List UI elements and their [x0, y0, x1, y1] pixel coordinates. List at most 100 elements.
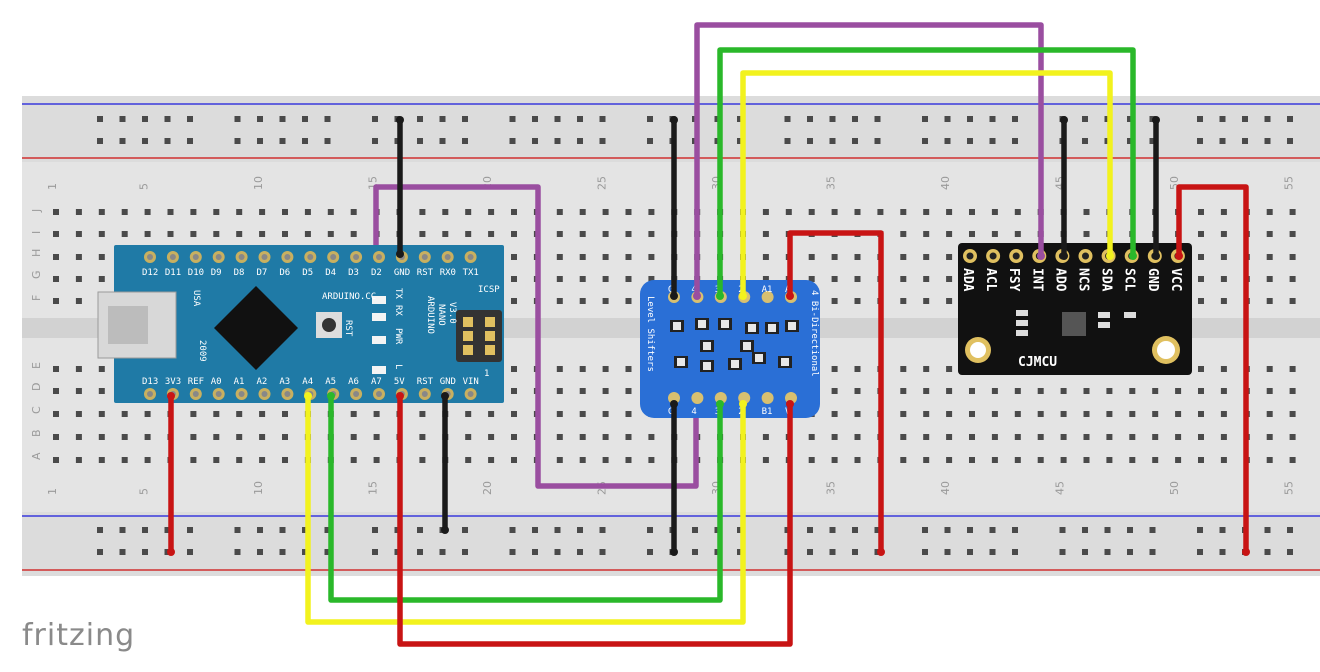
wire-sda[interactable]: [740, 70, 1113, 299]
mcu-chip: [214, 286, 298, 370]
breadboard-hole: [969, 231, 975, 237]
arduino-pin-label: D12: [142, 268, 158, 278]
reset-button[interactable]: [322, 318, 336, 332]
wire-5v-vb[interactable]: [397, 393, 793, 647]
breadboard-hole: [1266, 457, 1273, 463]
breadboard-hole: [213, 411, 220, 417]
rail-hole: [279, 527, 286, 533]
row-letter: E: [30, 362, 43, 369]
breadboard-hole: [923, 209, 930, 215]
arduino-pin-hole: [147, 391, 153, 397]
rail-hole: [257, 116, 263, 122]
breadboard-hole: [1220, 231, 1227, 237]
shifter-pin[interactable]: [668, 392, 680, 404]
icsp-pin: [485, 331, 495, 341]
breadboard-hole: [419, 231, 426, 237]
breadboard-hole: [1198, 209, 1204, 215]
rail-hole: [164, 116, 171, 122]
wire-a5-b3[interactable]: [328, 393, 723, 603]
wire-d2-b4[interactable]: [373, 184, 699, 489]
wire-scl[interactable]: [717, 47, 1136, 299]
rail-hole: [439, 116, 446, 122]
rail-hole: [234, 549, 241, 555]
breadboard-hole: [1037, 457, 1044, 463]
breadboard-hole: [1060, 457, 1067, 463]
sensor-pin-label: NCS: [1076, 268, 1091, 292]
breadboard-hole: [53, 457, 59, 463]
breadboard-hole: [442, 231, 449, 237]
breadboard-hole: [579, 209, 586, 215]
breadboard-hole: [648, 209, 655, 215]
rail-hole: [532, 116, 538, 122]
breadboard-hole: [488, 457, 495, 463]
breadboard-hole: [144, 434, 151, 440]
breadboard-hole: [762, 254, 769, 260]
rail-hole: [1197, 527, 1203, 533]
breadboard-hole: [648, 231, 655, 237]
shifter-pin[interactable]: [761, 392, 774, 404]
arduino-pin-label: D10: [188, 268, 204, 278]
rail-hole: [922, 527, 928, 533]
breadboard-hole: [579, 434, 586, 440]
breadboard-hole: [1266, 276, 1273, 282]
rail-hole: [967, 527, 973, 533]
breadboard-hole: [236, 457, 243, 463]
wire-va-rail[interactable]: [787, 230, 884, 555]
wire-sensor-vcc[interactable]: [1176, 184, 1249, 555]
arduino-year: 2009: [197, 340, 207, 362]
sensor-pin-label: SDA: [1099, 268, 1114, 292]
rail-hole: [944, 116, 951, 122]
shifter-pin[interactable]: [691, 392, 704, 404]
rail-hole: [967, 549, 973, 555]
breadboard-hole: [579, 231, 586, 237]
breadboard-hole: [900, 231, 907, 237]
rail-hole: [1264, 138, 1271, 144]
breadboard-hole: [304, 209, 311, 215]
breadboard-hole: [282, 231, 288, 237]
shifter-pin-label: G: [668, 407, 673, 417]
wire-shifter-gnd-top-end: [670, 292, 678, 300]
wire-int[interactable]: [694, 22, 1044, 299]
rail-hole: [187, 527, 193, 533]
breadboard-hole: [556, 366, 563, 372]
breadboard-hole: [190, 457, 197, 463]
smd-component-face: [788, 322, 796, 330]
arduino-pin-hole: [467, 391, 474, 397]
rail-hole: [324, 527, 331, 533]
breadboard-hole: [946, 457, 953, 463]
breadboard-hole: [969, 411, 975, 417]
breadboard-hole: [991, 231, 998, 237]
shifter-pin[interactable]: [761, 291, 774, 303]
rail-hole: [302, 138, 308, 144]
breadboard-hole: [991, 434, 998, 440]
usb-inner: [108, 306, 148, 344]
arduino-pin-label: VIN: [463, 377, 479, 387]
breadboard-hole: [121, 209, 128, 215]
breadboard-hole: [1289, 254, 1296, 260]
smd-component-face: [698, 320, 706, 328]
arduino-pin-hole: [421, 254, 428, 260]
wire-ado-gnd-end: [1060, 116, 1068, 124]
breadboard-hole: [190, 411, 197, 417]
breadboard-hole: [1198, 298, 1204, 304]
breadboard-hole: [1198, 276, 1204, 282]
breadboard-hole: [946, 366, 953, 372]
wire-a4-b2[interactable]: [305, 393, 746, 625]
breadboard-hole: [1037, 434, 1044, 440]
breadboard-hole: [1266, 366, 1273, 372]
breadboard-hole: [854, 276, 861, 282]
rail-hole: [279, 549, 286, 555]
breadboard-hole: [350, 411, 357, 417]
rail-hole: [279, 116, 286, 122]
breadboard-hole: [946, 411, 953, 417]
rail-hole: [417, 549, 423, 555]
rail-hole: [829, 549, 836, 555]
rail-hole: [944, 527, 951, 533]
smd-component-face: [703, 342, 711, 350]
rail-hole: [509, 116, 516, 122]
sensor-pin-label: ADA: [960, 268, 975, 292]
breadboard-hole: [648, 276, 655, 282]
rail-hole: [1082, 527, 1088, 533]
rail-hole: [599, 116, 606, 122]
